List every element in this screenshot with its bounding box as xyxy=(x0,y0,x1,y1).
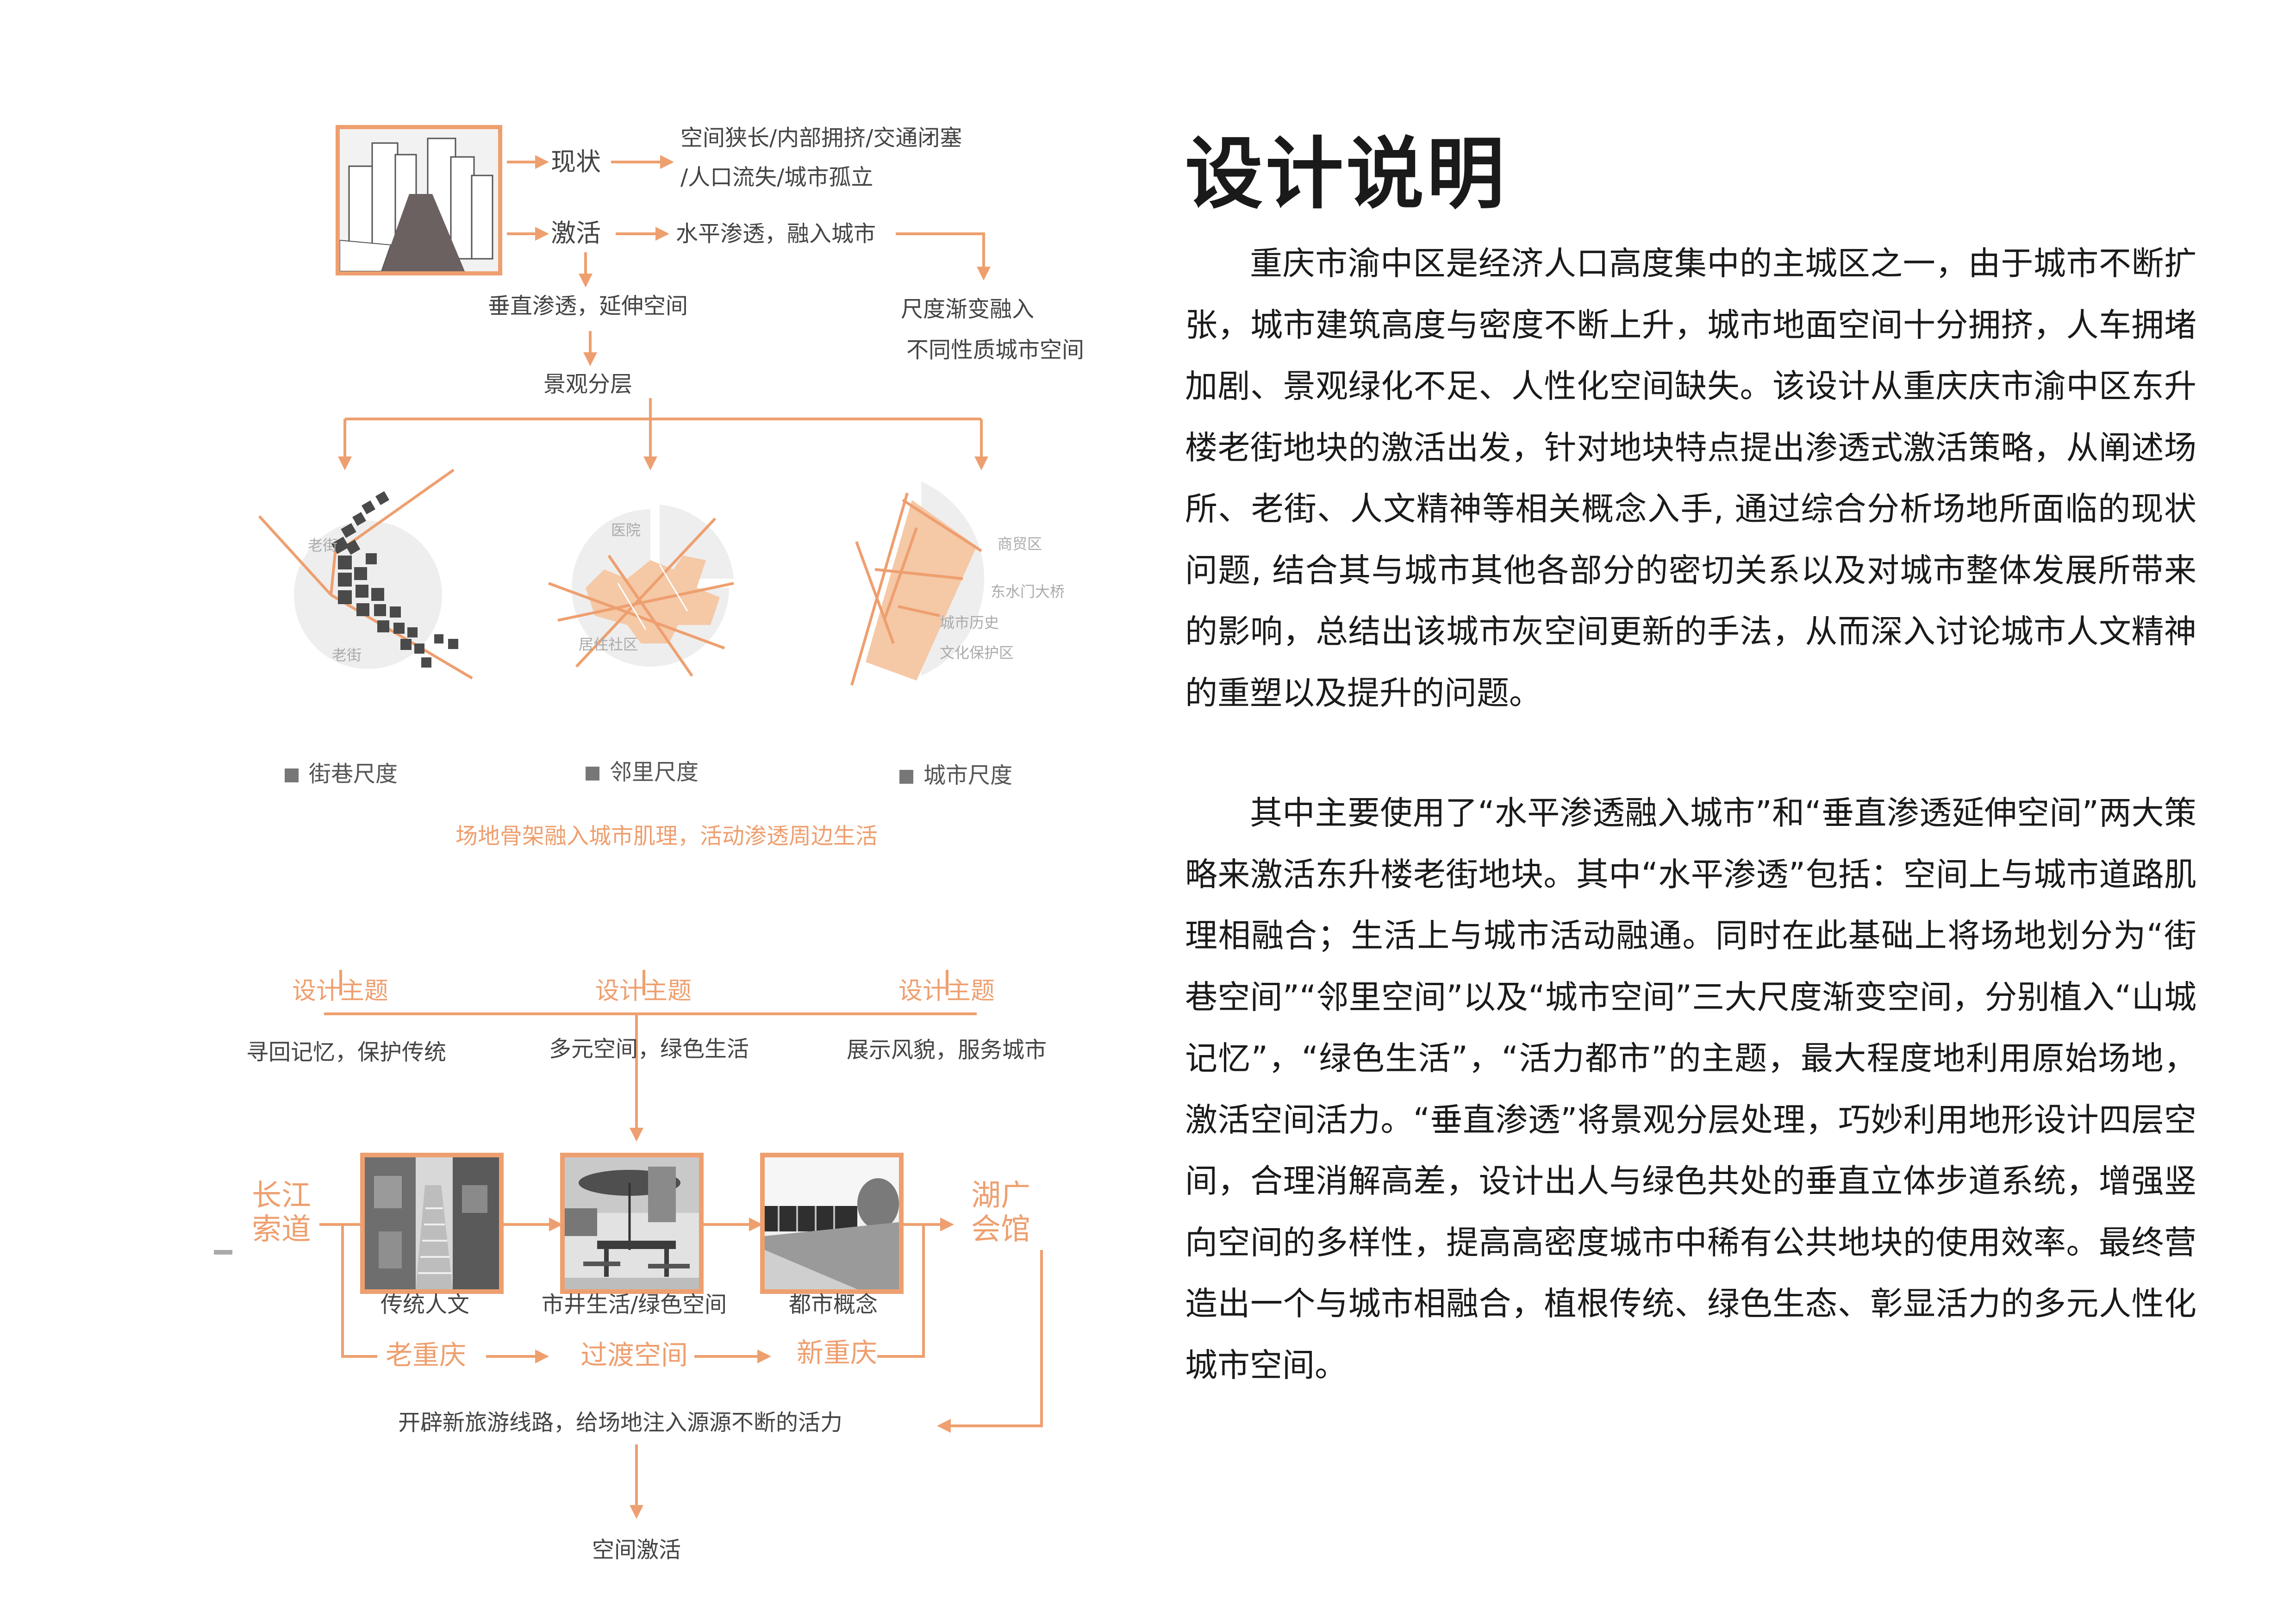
city-map-label-commerce: 商贸区 xyxy=(998,535,1042,553)
street-map-label-bottom: 老街 xyxy=(332,646,362,664)
activate-label: 激活 xyxy=(551,219,601,248)
photo-caption-street-life: 市井生活/绿色空间 xyxy=(541,1292,727,1318)
new-tour-route-text: 开辟新旅游线路，给场地注入源源不断的活力 xyxy=(398,1410,843,1436)
legend-street-scale: 街巷尺度 xyxy=(285,756,398,788)
legend-neighbor-scale: 邻里尺度 xyxy=(586,754,699,786)
neighbor-scale-map xyxy=(548,505,734,677)
street-building-blocks xyxy=(331,491,458,668)
current-problems-line1: 空间狭长/内部拥挤/交通闭塞 xyxy=(680,125,962,151)
theme-text-3: 展示风貌，服务城市 xyxy=(846,1037,1047,1063)
design-description-title: 设计说明 xyxy=(1185,129,1507,219)
city-plaza-image xyxy=(765,1157,899,1289)
space-activation-text: 空间激活 xyxy=(592,1537,681,1563)
street-scale-map xyxy=(258,468,473,680)
theme-text-1: 寻回记忆，保护传统 xyxy=(246,1039,447,1065)
current-status-label: 现状 xyxy=(551,147,601,176)
neighbor-map-label-residential: 居住社区 xyxy=(579,636,638,653)
urban-concept-photo xyxy=(760,1153,904,1294)
theme-heading-divider-2 xyxy=(643,970,645,995)
description-paragraph-2: 其中主要使用了“水平渗透融入城市”和“垂直渗透延伸空间”两大策略来激活东升楼老街… xyxy=(1185,794,2196,1384)
vertical-strategy-label: 垂直渗透，延伸空间 xyxy=(487,293,688,319)
left-endpoint-line2: 索道 xyxy=(252,1212,311,1247)
site-fabric-caption: 场地骨架融入城市肌理，活动渗透周边生活 xyxy=(455,823,878,849)
street-life-photo xyxy=(560,1153,704,1294)
market-green-space-image xyxy=(565,1157,699,1289)
scale-transition-line2: 不同性质城市空间 xyxy=(906,337,1085,363)
street-map-label-top: 老街 xyxy=(308,537,338,554)
strategy-diagram: 现状 空间狭长/内部拥挤/交通闭塞 /人口流失/城市孤立 激活 水平渗透，融入城… xyxy=(0,0,1134,1624)
landscape-layers-label: 景观分层 xyxy=(543,371,633,397)
photo-caption-urban: 都市概念 xyxy=(788,1292,878,1318)
legend-city-scale: 城市尺度 xyxy=(899,757,1012,789)
photo-caption-traditional: 传统人文 xyxy=(380,1292,470,1318)
theme-heading-divider-1 xyxy=(339,970,342,995)
current-site-sketch xyxy=(336,125,502,275)
description-paragraph-1: 重庆市渝中区是经济人口高度集中的主城区之一，由于城市不断扩张，城市建筑高度与密度… xyxy=(1185,244,2197,712)
skyline-sketch-image xyxy=(340,129,498,271)
stage-new-chongqing: 新重庆 xyxy=(796,1337,878,1368)
diagram-connectors xyxy=(214,155,1043,1519)
right-endpoint-line1: 湖广 xyxy=(971,1179,1030,1213)
stage-old-chongqing: 老重庆 xyxy=(385,1339,467,1371)
old-alley-image xyxy=(365,1157,499,1289)
scale-transition-line1: 尺度渐变融入 xyxy=(900,296,1035,322)
left-endpoint-line1: 长江 xyxy=(252,1179,311,1213)
city-map-label-history: 城市历史 xyxy=(940,614,999,631)
theme-heading-divider-3 xyxy=(946,970,948,995)
city-map-label-heritage: 文化保护区 xyxy=(940,644,1014,662)
stage-transition-space: 过渡空间 xyxy=(580,1339,688,1371)
current-problems-line2: /人口流失/城市孤立 xyxy=(680,164,873,190)
horizontal-strategy-label: 水平渗透，融入城市 xyxy=(676,221,876,247)
city-map-label-bridge: 东水门大桥 xyxy=(991,583,1065,600)
neighbor-map-label-hospital: 医院 xyxy=(611,521,641,539)
theme-text-2: 多元空间，绿色生活 xyxy=(549,1036,749,1062)
city-scale-map xyxy=(850,481,985,686)
traditional-culture-photo xyxy=(360,1153,504,1294)
right-endpoint-line2: 会馆 xyxy=(971,1212,1030,1247)
